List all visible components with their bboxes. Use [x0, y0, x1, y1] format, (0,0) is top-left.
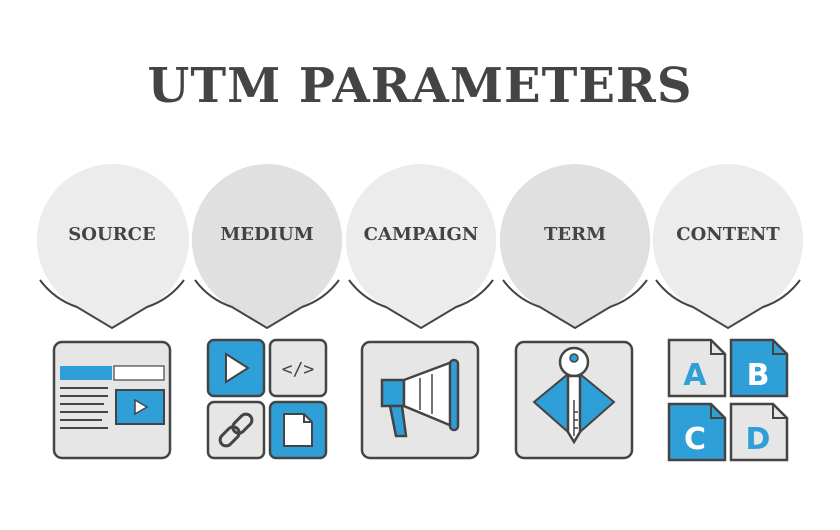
bubble-term: TERM: [497, 162, 653, 344]
bubble-source: SOURCE: [34, 162, 190, 344]
bubble-label-source: SOURCE: [68, 224, 156, 245]
variant-letter-b: B: [747, 358, 770, 393]
svg-text:</>: </>: [282, 359, 315, 380]
megaphone-icon: [360, 340, 480, 460]
abcd-variants-icon: A B C D: [667, 338, 789, 462]
variant-letter-d: D: [746, 422, 771, 457]
speech-bubble-shape: [36, 163, 189, 330]
media-types-icon: </>: [206, 338, 328, 460]
key-icon: [514, 340, 634, 460]
bubble-campaign: CAMPAIGN: [343, 162, 499, 344]
variant-letter-a: A: [683, 358, 707, 393]
page-title: UTM PARAMETERS: [147, 58, 693, 114]
variant-letter-c: C: [684, 422, 706, 457]
bubble-content: CONTENT: [650, 162, 806, 344]
speech-bubble-shape: [191, 164, 343, 330]
bubble-medium: MEDIUM: [189, 162, 345, 344]
bubble-label-medium: MEDIUM: [220, 224, 314, 245]
speech-bubble-shape: [499, 164, 651, 330]
bubble-label-term: TERM: [544, 224, 606, 245]
webpage-icon: [52, 340, 172, 460]
speech-bubble-shape: [652, 164, 804, 330]
bubble-label-content: CONTENT: [676, 224, 780, 245]
speech-bubble-shape: [345, 164, 497, 330]
bubble-label-campaign: CAMPAIGN: [363, 224, 479, 245]
